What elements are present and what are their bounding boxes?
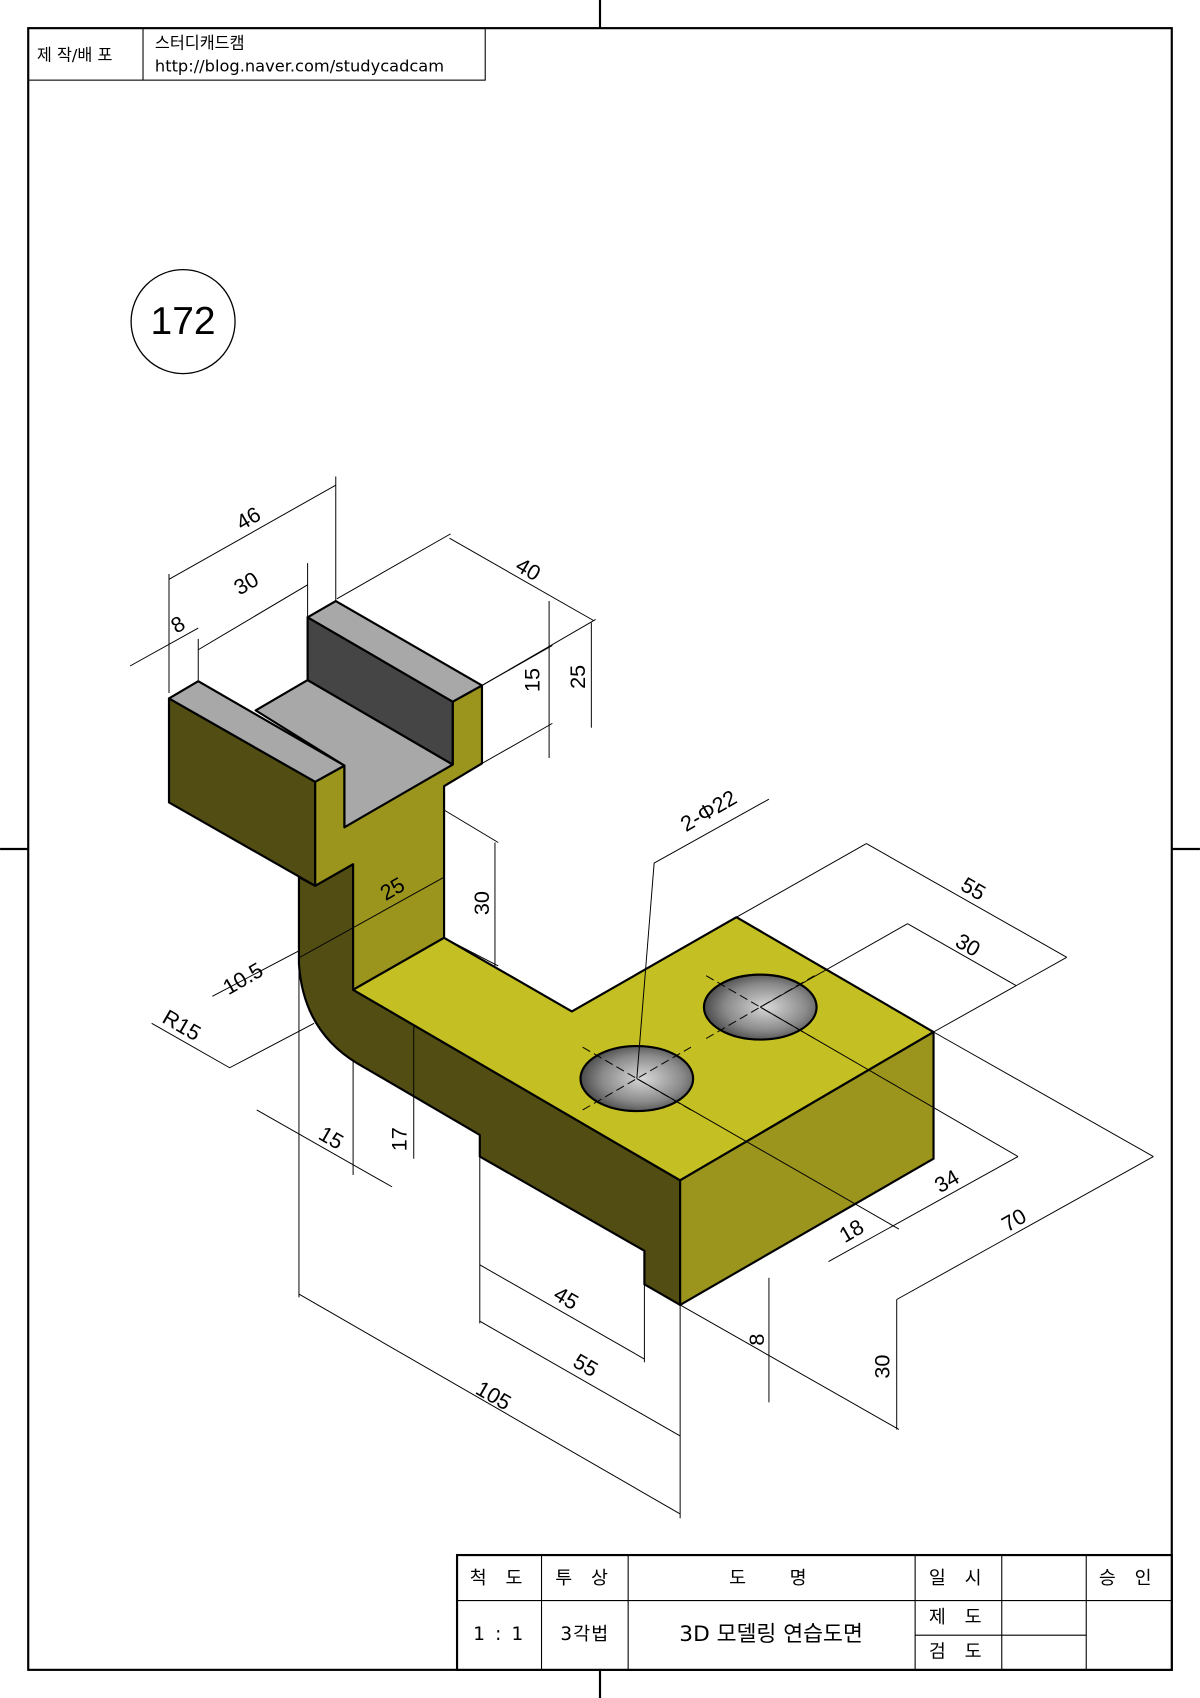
projection-value: 3각법 [560, 1624, 609, 1645]
dim-105: 105 [472, 1376, 516, 1416]
producer-url[interactable]: http://blog.naver.com/studycadcam [155, 56, 444, 75]
name-label: 도 명 [729, 1568, 813, 1589]
drawing-number-badge: 172 [130, 268, 236, 375]
dim-46: 46 [232, 501, 265, 535]
left-rib-top [167, 680, 346, 783]
producer-name: 스터디캐드캠 [155, 34, 245, 53]
drawing-name: 3D 모델링 연습도면 [679, 1622, 863, 1647]
dimension-labels: 46 30 8 40 15 25 2-Φ22 55 30 30 25 10.5 … [158, 501, 1030, 1415]
dim-30-hole: 30 [951, 928, 984, 962]
dim-45: 45 [550, 1281, 583, 1315]
producer-box: 제 작/배 포 스터디캐드캠 http://blog.naver.com/stu… [27, 27, 486, 81]
dim-8-top: 8 [166, 611, 189, 639]
dim-25-height: 25 [565, 665, 590, 689]
drawn-label: 제 도 [929, 1607, 988, 1628]
producer-label: 제 작/배 포 [37, 46, 113, 65]
dim-30-column: 30 [469, 891, 494, 915]
title-block: 척 도 투 상 도 명 일 시 승 인 1 : 1 3각법 3D 모델링 연습도… [455, 1553, 1173, 1671]
dim-15-rib: 15 [520, 668, 545, 692]
dim-hole-callout: 2-Φ22 [676, 785, 741, 837]
dim-30-top: 30 [229, 566, 262, 600]
dim-10-5: 10.5 [218, 957, 267, 1000]
scale-label: 척 도 [470, 1568, 529, 1589]
checked-label: 검 도 [929, 1642, 988, 1663]
dim-30-bottom: 30 [869, 1355, 894, 1379]
dim-r15: R15 [158, 1004, 205, 1046]
isometric-part [167, 599, 935, 1306]
sheet-border [27, 27, 1173, 1671]
dim-34: 34 [930, 1164, 963, 1198]
approve-label: 승 인 [1099, 1568, 1158, 1589]
dim-15-bottom: 15 [315, 1121, 348, 1155]
dim-40: 40 [512, 552, 545, 586]
dim-17: 17 [386, 1127, 411, 1151]
date-label: 일 시 [929, 1568, 988, 1589]
base-side-face [679, 1030, 935, 1306]
drawing-number: 172 [151, 300, 216, 343]
dim-55-bottom: 55 [569, 1348, 602, 1382]
scale-value: 1 : 1 [473, 1624, 525, 1645]
projection-label: 투 상 [555, 1568, 614, 1589]
dim-55-top: 55 [957, 872, 990, 906]
dim-8-bottom: 8 [744, 1334, 769, 1346]
dim-70: 70 [997, 1203, 1030, 1237]
dimension-lines [129, 476, 1154, 1519]
